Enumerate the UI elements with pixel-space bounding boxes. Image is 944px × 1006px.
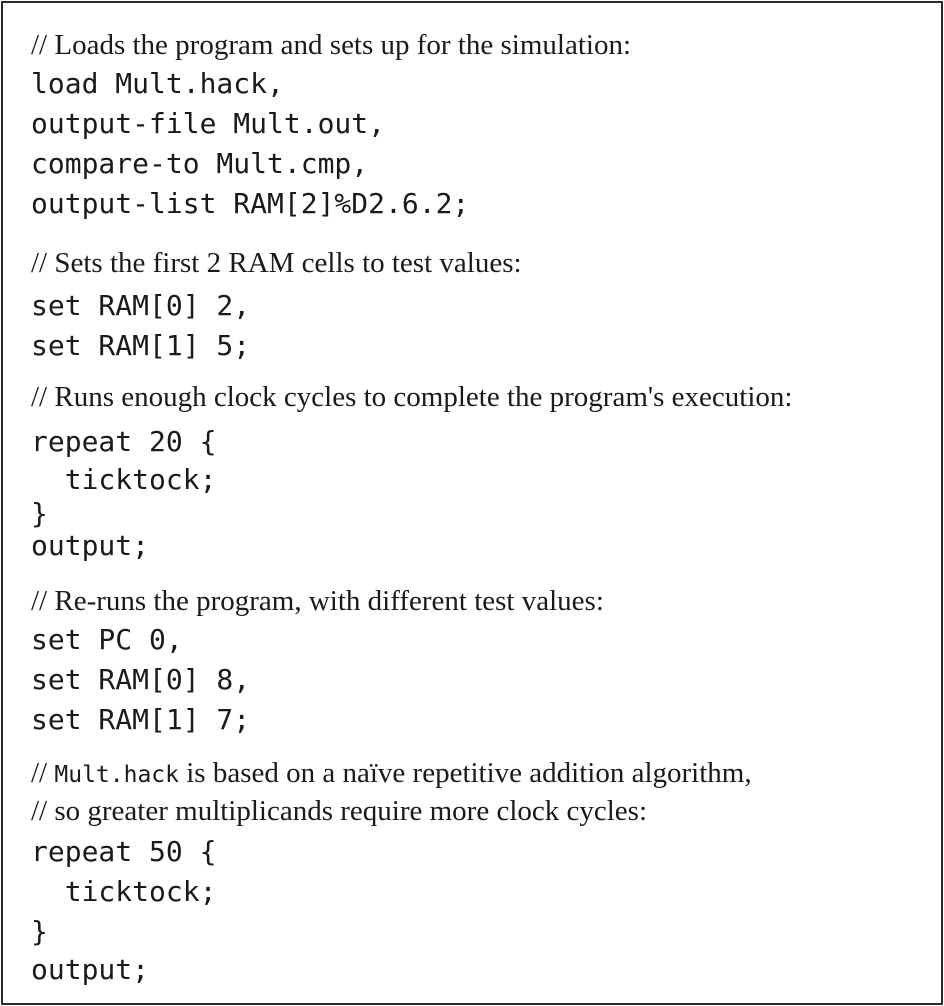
- code-line: set RAM[0] 8,: [31, 663, 251, 696]
- comment-prefix: //: [31, 757, 55, 789]
- code-line: }: [31, 497, 48, 530]
- comment-line: // so greater multiplicands require more…: [31, 795, 648, 827]
- code-line: set PC 0,: [31, 623, 183, 656]
- code-line: set RAM[1] 5;: [31, 329, 251, 362]
- code-line: ticktock;: [31, 875, 217, 908]
- comment-line: // Sets the first 2 RAM cells to test va…: [31, 247, 522, 279]
- comment-line: // Loads the program and sets up for the…: [31, 29, 632, 61]
- code-line: load Mult.hack,: [31, 67, 284, 100]
- comment-line: // Re-runs the program, with different t…: [31, 585, 604, 617]
- code-line: output;: [31, 529, 150, 562]
- inline-code-filename: Mult.hack: [54, 762, 179, 788]
- code-line: set RAM[1] 7;: [31, 703, 251, 736]
- comment-line: // Runs enough clock cycles to complete …: [31, 381, 793, 413]
- code-line: ticktock;: [31, 463, 217, 496]
- code-line: compare-to Mult.cmp,: [31, 147, 369, 180]
- code-line: repeat 50 {: [31, 835, 217, 868]
- code-line: output-list RAM[2]%D2.6.2;: [31, 187, 470, 220]
- code-line: }: [31, 915, 48, 948]
- comment-line-mixed: // Mult.hack is based on a naïve repetit…: [31, 755, 752, 793]
- comment-suffix: is based on a naïve repetitive addition …: [179, 757, 752, 789]
- code-line: set RAM[0] 2,: [31, 289, 251, 322]
- code-line: output-file Mult.out,: [31, 107, 386, 140]
- code-line: repeat 20 {: [31, 425, 217, 458]
- code-line: output;: [31, 953, 150, 986]
